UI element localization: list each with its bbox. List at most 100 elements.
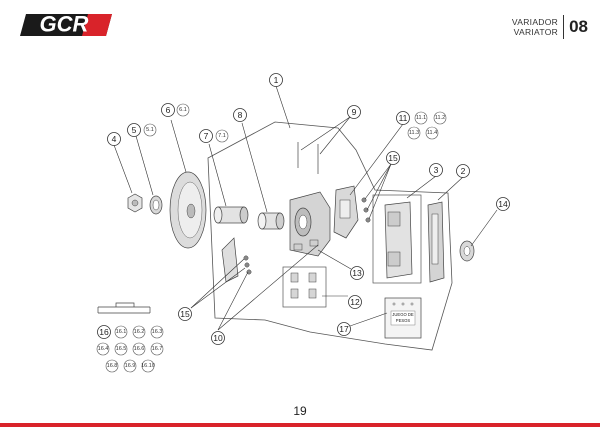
callout-8: 8: [233, 108, 247, 122]
callout-15-right: 15: [386, 151, 400, 165]
callout-16: 16: [97, 325, 111, 339]
callout-16-4: 16.4: [96, 342, 110, 356]
svg-text:17: 17: [339, 324, 349, 334]
weights-bag-part: JUEGO DE PESOS: [384, 297, 422, 339]
callout-14: 14: [496, 197, 510, 211]
svg-text:1: 1: [274, 75, 279, 85]
drive-face-part: [169, 171, 207, 249]
svg-text:16.1: 16.1: [116, 329, 127, 335]
svg-text:6.1: 6.1: [179, 107, 187, 113]
section-titles: VARIADOR VARIATOR: [512, 17, 563, 37]
callout-7: 7: [199, 129, 213, 143]
svg-text:16.6: 16.6: [134, 346, 145, 352]
svg-text:16.9: 16.9: [125, 363, 136, 369]
logo-text: GCR: [40, 12, 89, 37]
svg-text:10: 10: [213, 333, 223, 343]
sliders-part: [282, 266, 327, 308]
svg-text:12: 12: [350, 297, 360, 307]
svg-text:6: 6: [166, 105, 171, 115]
svg-text:7: 7: [204, 131, 209, 141]
svg-text:5.1: 5.1: [146, 127, 154, 133]
callout-16-8: 16.8: [105, 359, 119, 373]
callout-2: 2: [456, 164, 470, 178]
callout-5: 5: [127, 123, 141, 137]
washer-part: [149, 195, 163, 215]
svg-text:16: 16: [99, 327, 109, 337]
left-bracket-part: [221, 237, 252, 283]
nut-part: [127, 193, 143, 213]
clip-part: [97, 302, 151, 314]
section-title-es: VARIADOR: [511, 17, 559, 27]
spacer-washer-part: [459, 240, 475, 262]
svg-text:5: 5: [132, 125, 137, 135]
callout-5-1: 5.1: [143, 123, 157, 137]
callout-16-7: 16.7: [150, 342, 164, 356]
svg-text:16.7: 16.7: [152, 346, 163, 352]
svg-text:8: 8: [238, 110, 243, 120]
section-header: VARIADOR VARIATOR 08: [512, 12, 588, 42]
clutch-panel-part: [372, 194, 422, 284]
callout-12: 12: [348, 295, 362, 309]
callout-11-1: 11.1: [414, 111, 428, 125]
svg-text:14: 14: [498, 199, 508, 209]
svg-text:16.5: 16.5: [116, 346, 127, 352]
pins-part: [297, 142, 319, 174]
svg-text:11.1: 11.1: [416, 115, 426, 121]
footer-bar: [0, 423, 600, 427]
svg-text:2: 2: [461, 166, 466, 176]
svg-text:11: 11: [399, 113, 408, 123]
callout-16-6: 16.6: [132, 342, 146, 356]
callout-16-9: 16.9: [123, 359, 137, 373]
callout-10: 10: [211, 331, 225, 345]
callout-6: 6: [161, 103, 175, 117]
callout-9: 9: [347, 105, 361, 119]
svg-text:3: 3: [434, 165, 439, 175]
svg-text:16.8: 16.8: [107, 363, 118, 369]
callout-13: 13: [350, 266, 364, 280]
svg-text:15: 15: [388, 153, 398, 163]
callout-11-3: 11.3: [407, 126, 421, 140]
svg-text:16.10: 16.10: [141, 363, 155, 369]
callout-11: 11: [396, 111, 410, 125]
callout-4: 4: [107, 132, 121, 146]
section-number: 08: [569, 17, 588, 36]
svg-text:11.4: 11.4: [427, 130, 437, 136]
collar-part: [257, 212, 285, 230]
callout-11-2: 11.2: [433, 111, 447, 125]
callout-11-4: 11.4: [425, 126, 439, 140]
svg-text:13: 13: [352, 268, 362, 278]
svg-text:11.3: 11.3: [409, 130, 419, 136]
svg-text:9: 9: [352, 107, 357, 117]
svg-text:16.3: 16.3: [152, 329, 163, 335]
svg-text:15: 15: [180, 309, 190, 319]
svg-text:16.2: 16.2: [134, 329, 145, 335]
bag-label-line1: JUEGO DE: [392, 312, 414, 317]
svg-text:11.2: 11.2: [435, 115, 445, 121]
gcr-logo: GCR: [20, 12, 112, 37]
callout-3: 3: [429, 163, 443, 177]
callout-7-1: 7.1: [215, 129, 229, 143]
callout-16-2: 16.2: [132, 325, 146, 339]
svg-text:4: 4: [112, 134, 117, 144]
callout-15-left: 15: [178, 307, 192, 321]
callout-16-3: 16.3: [150, 325, 164, 339]
callout-16-1: 16.1: [114, 325, 128, 339]
callout-17: 17: [337, 322, 351, 336]
section-title-en: VARIATOR: [513, 27, 559, 37]
callout-16-10: 16.10: [141, 359, 155, 373]
bag-label-line2: PESOS: [396, 318, 411, 323]
svg-text:7.1: 7.1: [218, 133, 226, 139]
assembly-outline: [207, 121, 453, 351]
callout-6-1: 6.1: [176, 103, 190, 117]
page-number: 19: [293, 404, 307, 418]
bushing-part: [213, 206, 249, 224]
callout-16-5: 16.5: [114, 342, 128, 356]
ramp-plate-part: [333, 185, 359, 239]
svg-text:16.4: 16.4: [98, 346, 109, 352]
section-divider: [563, 15, 565, 39]
leader-lines: [113, 85, 498, 331]
spring-plate-part: [427, 201, 445, 283]
pulley-part: [289, 191, 331, 257]
